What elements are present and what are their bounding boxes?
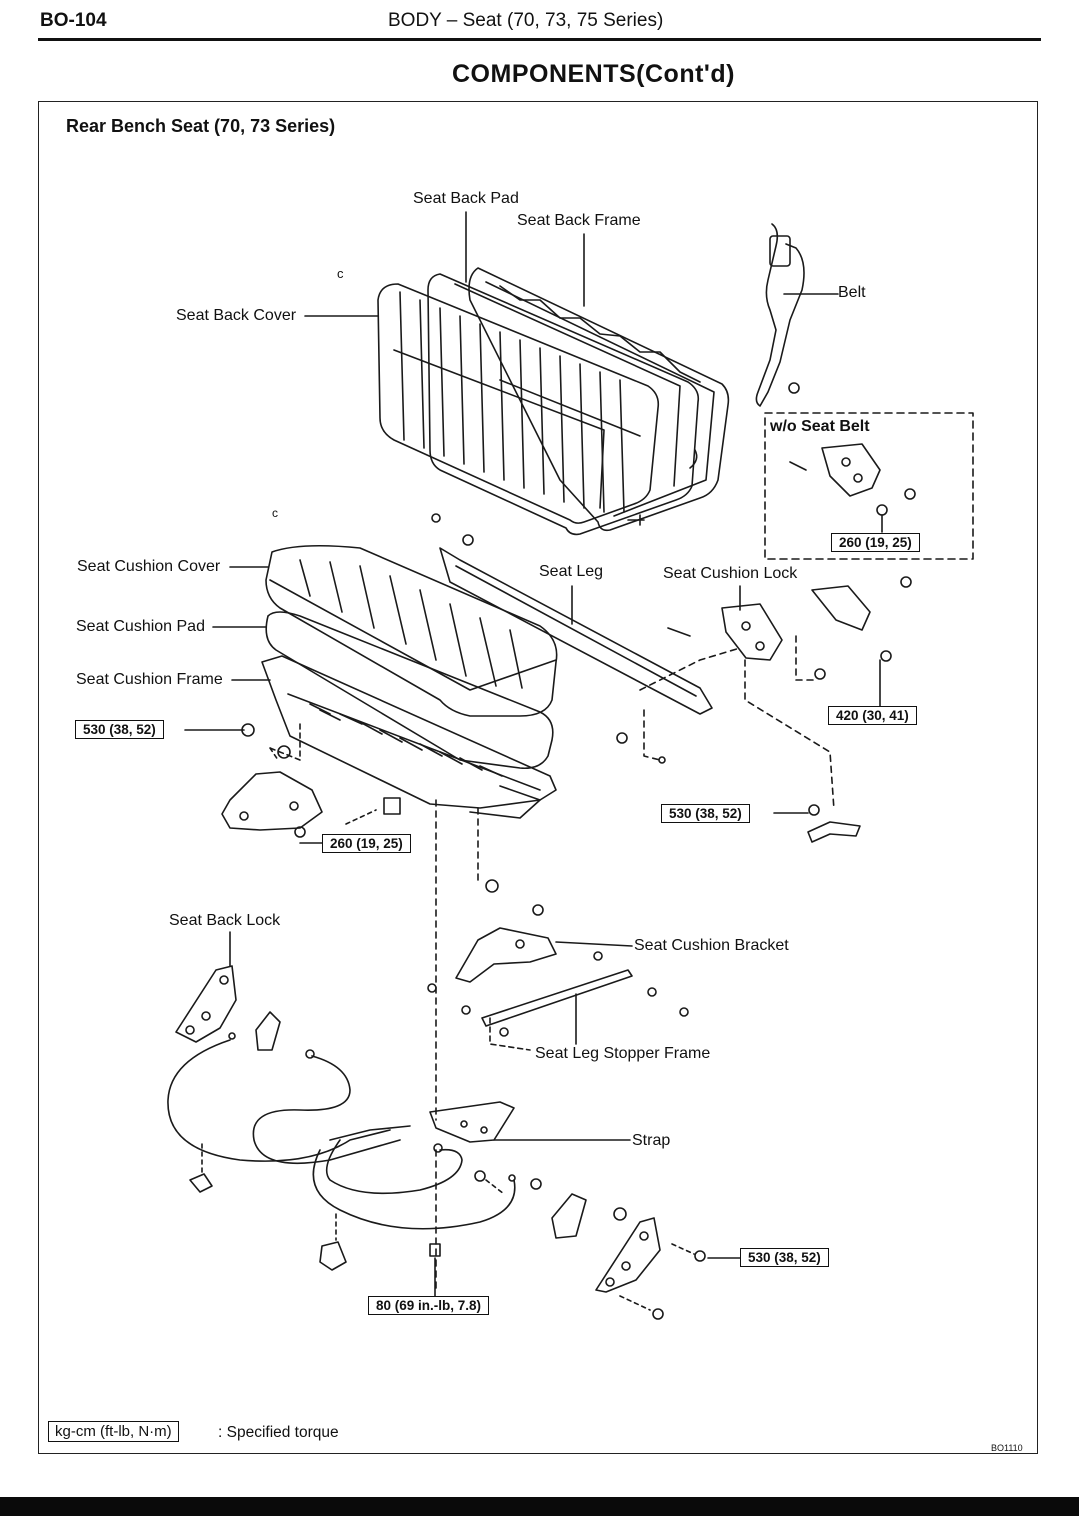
belt-part	[755, 223, 839, 407]
cables-part	[167, 1039, 516, 1230]
seat-cushion-lock-part	[667, 576, 912, 707]
leader-seat-cushion-bracket	[555, 941, 633, 947]
label-seat-cushion-frame: Seat Cushion Frame	[76, 671, 223, 688]
label-seat-back-cover: Seat Back Cover	[176, 307, 297, 324]
label-strap: Strap	[632, 1132, 671, 1149]
lower-right-brackets-part	[474, 1170, 706, 1320]
seat-back-pad-part	[427, 273, 700, 536]
figure-subtitle: Rear Bench Seat (70, 73 Series)	[66, 116, 336, 136]
torque-spec: 420 (30, 41)	[828, 706, 917, 725]
strap-part	[429, 1101, 631, 1143]
label-seat-cushion-cover: Seat Cushion Cover	[77, 558, 221, 575]
seat-cushion-pad-part	[265, 611, 554, 770]
guide-leg	[639, 647, 741, 691]
leg-clamp-part	[807, 804, 861, 843]
bottom-edge-bar	[0, 1497, 1079, 1516]
stray-mark: c	[272, 506, 278, 520]
seat-cushion-frame-part	[261, 655, 557, 819]
illustration-code: BO1110	[991, 1443, 1023, 1453]
seat-cushion-cover-part	[265, 544, 558, 717]
label-seat-cushion-lock: Seat Cushion Lock	[663, 565, 798, 582]
label-seat-cushion-bracket: Seat Cushion Bracket	[634, 937, 789, 954]
torque-spec: 530 (38, 52)	[740, 1248, 829, 1267]
seat-back-cover-part	[377, 283, 660, 524]
page-title: COMPONENTS(Cont'd)	[452, 60, 735, 88]
seat-cushion-bracket-part	[427, 927, 689, 1037]
guide-right	[744, 659, 835, 811]
label-seat-leg: Seat Leg	[539, 563, 604, 580]
label-seat-back-pad: Seat Back Pad	[413, 190, 519, 207]
figure-frame	[38, 101, 1038, 1454]
torque-spec: 80 (69 in.-lb, 7.8)	[368, 1296, 490, 1315]
seat-leg-stopper-frame-part	[481, 969, 633, 1051]
torque-spec: 260 (19, 25)	[831, 533, 920, 552]
label-seat-cushion-pad: Seat Cushion Pad	[76, 618, 205, 635]
page-number: BO-104	[40, 10, 107, 31]
torque-spec: 530 (38, 52)	[75, 720, 164, 739]
label-seat-leg-stopper-frame: Seat Leg Stopper Frame	[535, 1045, 711, 1062]
torque-spec: 530 (38, 52)	[661, 804, 750, 823]
torque-spec: 260 (19, 25)	[322, 834, 411, 853]
section-title: BODY – Seat (70, 73, 75 Series)	[388, 10, 664, 31]
label-seat-back-lock: Seat Back Lock	[169, 912, 281, 929]
legend-description: : Specified torque	[218, 1424, 339, 1441]
label-belt: Belt	[838, 284, 866, 301]
legend-unit-box: kg-cm (ft-lb, N·m)	[48, 1421, 179, 1442]
seat-leg-part	[431, 513, 713, 715]
stray-mark: c	[337, 266, 344, 281]
seat-back-frame-part	[468, 267, 730, 532]
label-wo-seat-belt: w/o Seat Belt	[770, 418, 870, 435]
wo-seat-belt-bracket	[789, 443, 916, 533]
label-seat-back-frame: Seat Back Frame	[517, 212, 641, 229]
wo-seat-belt-box	[764, 412, 974, 560]
seat-back-lock-part	[175, 931, 281, 1051]
left-bracket-part	[221, 723, 401, 838]
lower-clips-part	[189, 1143, 441, 1301]
header-rule	[38, 38, 1041, 41]
